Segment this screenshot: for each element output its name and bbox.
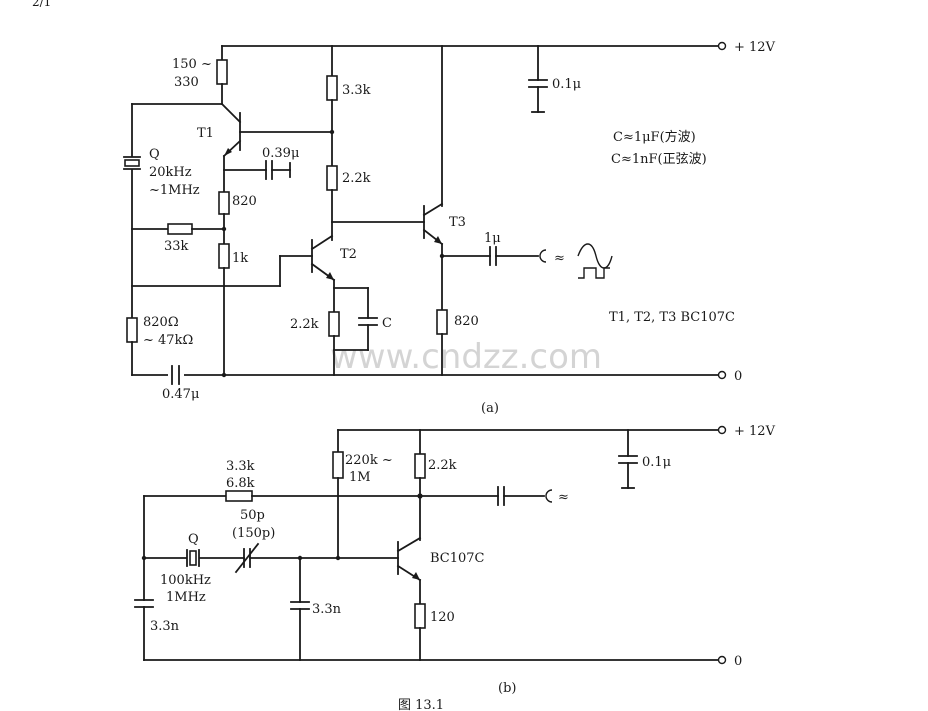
a-crystal-q	[123, 156, 141, 170]
a-cap-047-label: 0.47μ	[162, 387, 199, 402]
a-cap-c-label: C	[382, 316, 392, 331]
b-caption: (b)	[498, 681, 516, 696]
a-ground-terminal	[717, 370, 727, 380]
a-caption: (a)	[481, 401, 499, 416]
a-r1k-label: 1k	[232, 251, 248, 266]
a-t1-label: T1	[197, 126, 214, 141]
a-cap-1u-label: 1μ	[484, 231, 501, 246]
a-resistor-1k	[218, 243, 230, 269]
a-note-sine: C≈1nF(正弦波)	[611, 151, 707, 167]
a-junction-dot	[221, 372, 227, 378]
a-sine-waveform-icon	[577, 243, 613, 269]
b-junction-dot	[141, 555, 147, 561]
a-resistor-820-t3	[436, 309, 448, 335]
b-crystal-freq-1: 100kHz	[160, 573, 211, 588]
a-output-symbol: ≈	[554, 251, 565, 266]
b-ground-terminal	[717, 655, 727, 665]
circuit-a: + 12V 0 150 ~ 330 Q 20kHz ~1MHz T1	[123, 40, 776, 416]
a-junction-dot	[329, 129, 335, 135]
a-t3-label: T3	[449, 215, 466, 230]
b-crystal-freq-2: 1MHz	[166, 590, 206, 605]
a-crystal-freq-1: 20kHz	[149, 165, 192, 180]
a-crystal-q-label: Q	[149, 147, 160, 162]
a-r22k-e-label: 2.2k	[290, 317, 319, 332]
a-r33k-label: 33k	[164, 239, 189, 254]
b-cap-mid-label: 3.3n	[312, 602, 342, 617]
watermark: www.cndzz.com	[330, 337, 602, 377]
b-r-feedback-label-2: 6.8k	[226, 476, 255, 491]
b-junction-dot	[297, 555, 303, 561]
a-junction-dot	[439, 253, 445, 259]
b-transistor-label: BC107C	[430, 551, 485, 566]
a-resistor-150-330	[216, 59, 228, 85]
b-crystal-q-label: Q	[188, 532, 199, 547]
b-r-emitter-label: 120	[430, 610, 455, 625]
a-resistor-3k3	[326, 75, 338, 101]
a-t2-label: T2	[340, 247, 357, 262]
b-trim-arrow	[234, 542, 260, 574]
a-transistor-t1	[220, 102, 333, 193]
a-output-jack	[539, 249, 547, 263]
a-r22k-mid-label: 2.2k	[342, 171, 371, 186]
a-transistor-t3	[422, 202, 444, 311]
a-junction-dot	[221, 226, 227, 232]
b-output-jack	[545, 489, 553, 503]
a-cap-039-label: 0.39μ	[262, 146, 299, 161]
a-crystal-freq-2: ~1MHz	[149, 183, 200, 198]
b-resistor-feedback	[225, 490, 253, 502]
b-junction-dot	[335, 555, 341, 561]
a-cap-047-gap	[168, 366, 184, 384]
figure-label: 图 13.1	[398, 698, 444, 711]
a-resistor-2k2-mid	[326, 165, 338, 191]
b-supply-terminal	[717, 425, 727, 435]
b-r-bias-label-2: 1M	[349, 470, 371, 485]
a-supply-terminal	[717, 41, 727, 51]
b-cap-01-label: 0.1μ	[642, 455, 671, 470]
a-note-square: C≈1μF(方波)	[613, 129, 696, 145]
a-resistor-2k2-e	[328, 311, 340, 337]
b-cap-left-label: 3.3n	[150, 619, 180, 634]
a-transistor-t2	[310, 234, 336, 313]
page-corner-mark: 2/1	[32, 0, 51, 9]
a-transistor-note: T1, T2, T3 BC107C	[609, 310, 735, 325]
b-ground-label: 0	[734, 654, 742, 669]
b-output-symbol: ≈	[558, 490, 569, 505]
a-r820-47k-label-1: 820Ω	[143, 315, 179, 330]
b-trim-cap-label-2: (150p)	[232, 526, 275, 541]
b-r-bias-label-1: 220k ~	[345, 453, 393, 468]
a-r-top-label-1: 150 ~	[172, 57, 212, 72]
b-r-collector-label: 2.2k	[428, 458, 457, 473]
b-resistor-220k-1m	[332, 451, 344, 479]
b-junction-dot	[417, 493, 423, 499]
a-supply-label: + 12V	[734, 40, 776, 55]
a-r-top-label-2: 330	[174, 75, 199, 90]
a-r33k-top-label: 3.3k	[342, 83, 371, 98]
a-cap-01-label: 0.1μ	[552, 77, 581, 92]
a-square-waveform-icon	[578, 267, 610, 279]
b-resistor-2k2	[414, 453, 426, 479]
a-r820-t1-label: 820	[232, 194, 257, 209]
b-trim-cap-label-1: 50p	[240, 508, 265, 523]
b-supply-label: + 12V	[734, 424, 776, 439]
a-r820-t3-label: 820	[454, 314, 479, 329]
b-transistor-bc107c	[396, 536, 422, 605]
a-r820-47k-label-2: ~ 47kΩ	[143, 333, 193, 348]
b-resistor-120	[414, 603, 426, 629]
b-crystal-q	[186, 549, 200, 567]
circuit-b: + 12V 0 220k ~ 1M 2.2k 3.3k 6.8k ≈ 3.3n	[134, 424, 776, 696]
b-r-feedback-label-1: 3.3k	[226, 459, 255, 474]
a-resistor-33k	[167, 223, 193, 235]
a-resistor-820-t1	[218, 191, 230, 215]
a-ground-label: 0	[734, 369, 742, 384]
a-resistor-820-47k	[126, 317, 138, 343]
